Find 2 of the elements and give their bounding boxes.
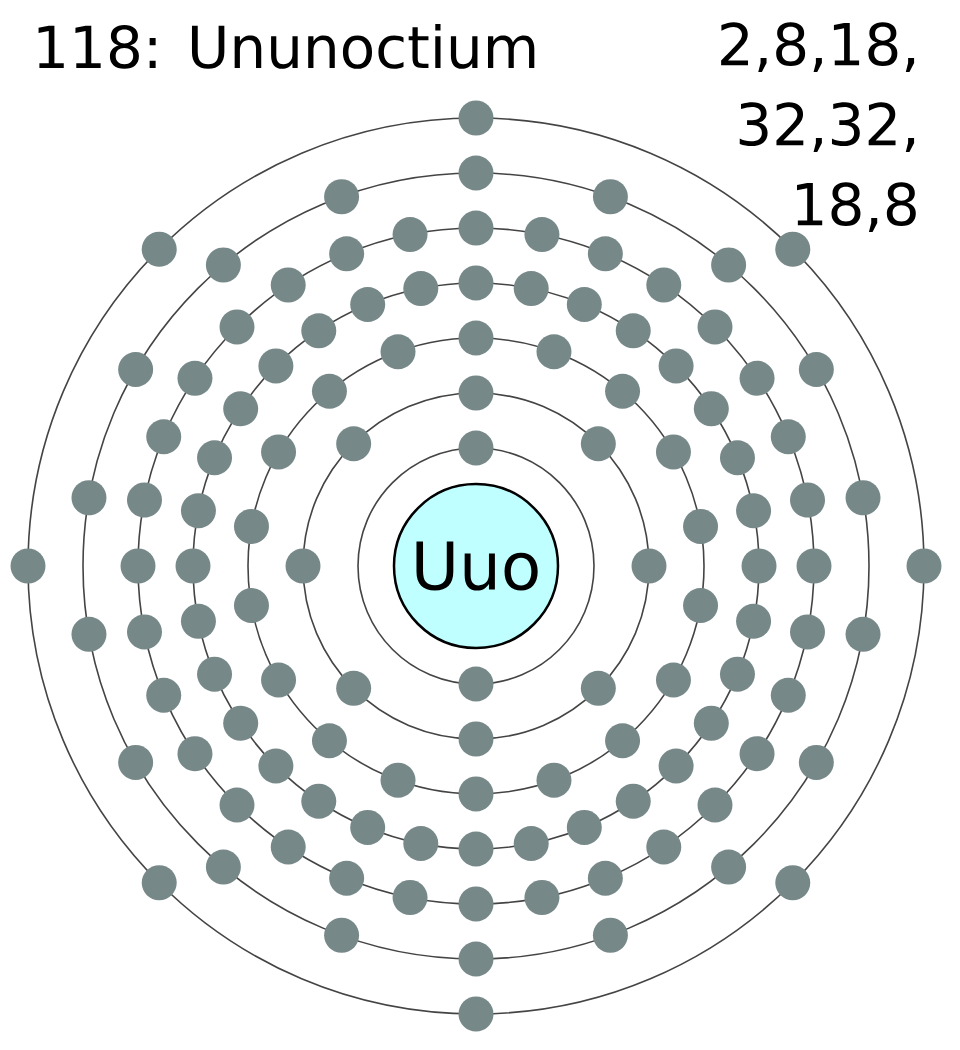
electron-configuration: 2,8,18, 32,32, 18,8 (721, 22, 916, 232)
title: 118: Ununoctium (38, 23, 535, 69)
